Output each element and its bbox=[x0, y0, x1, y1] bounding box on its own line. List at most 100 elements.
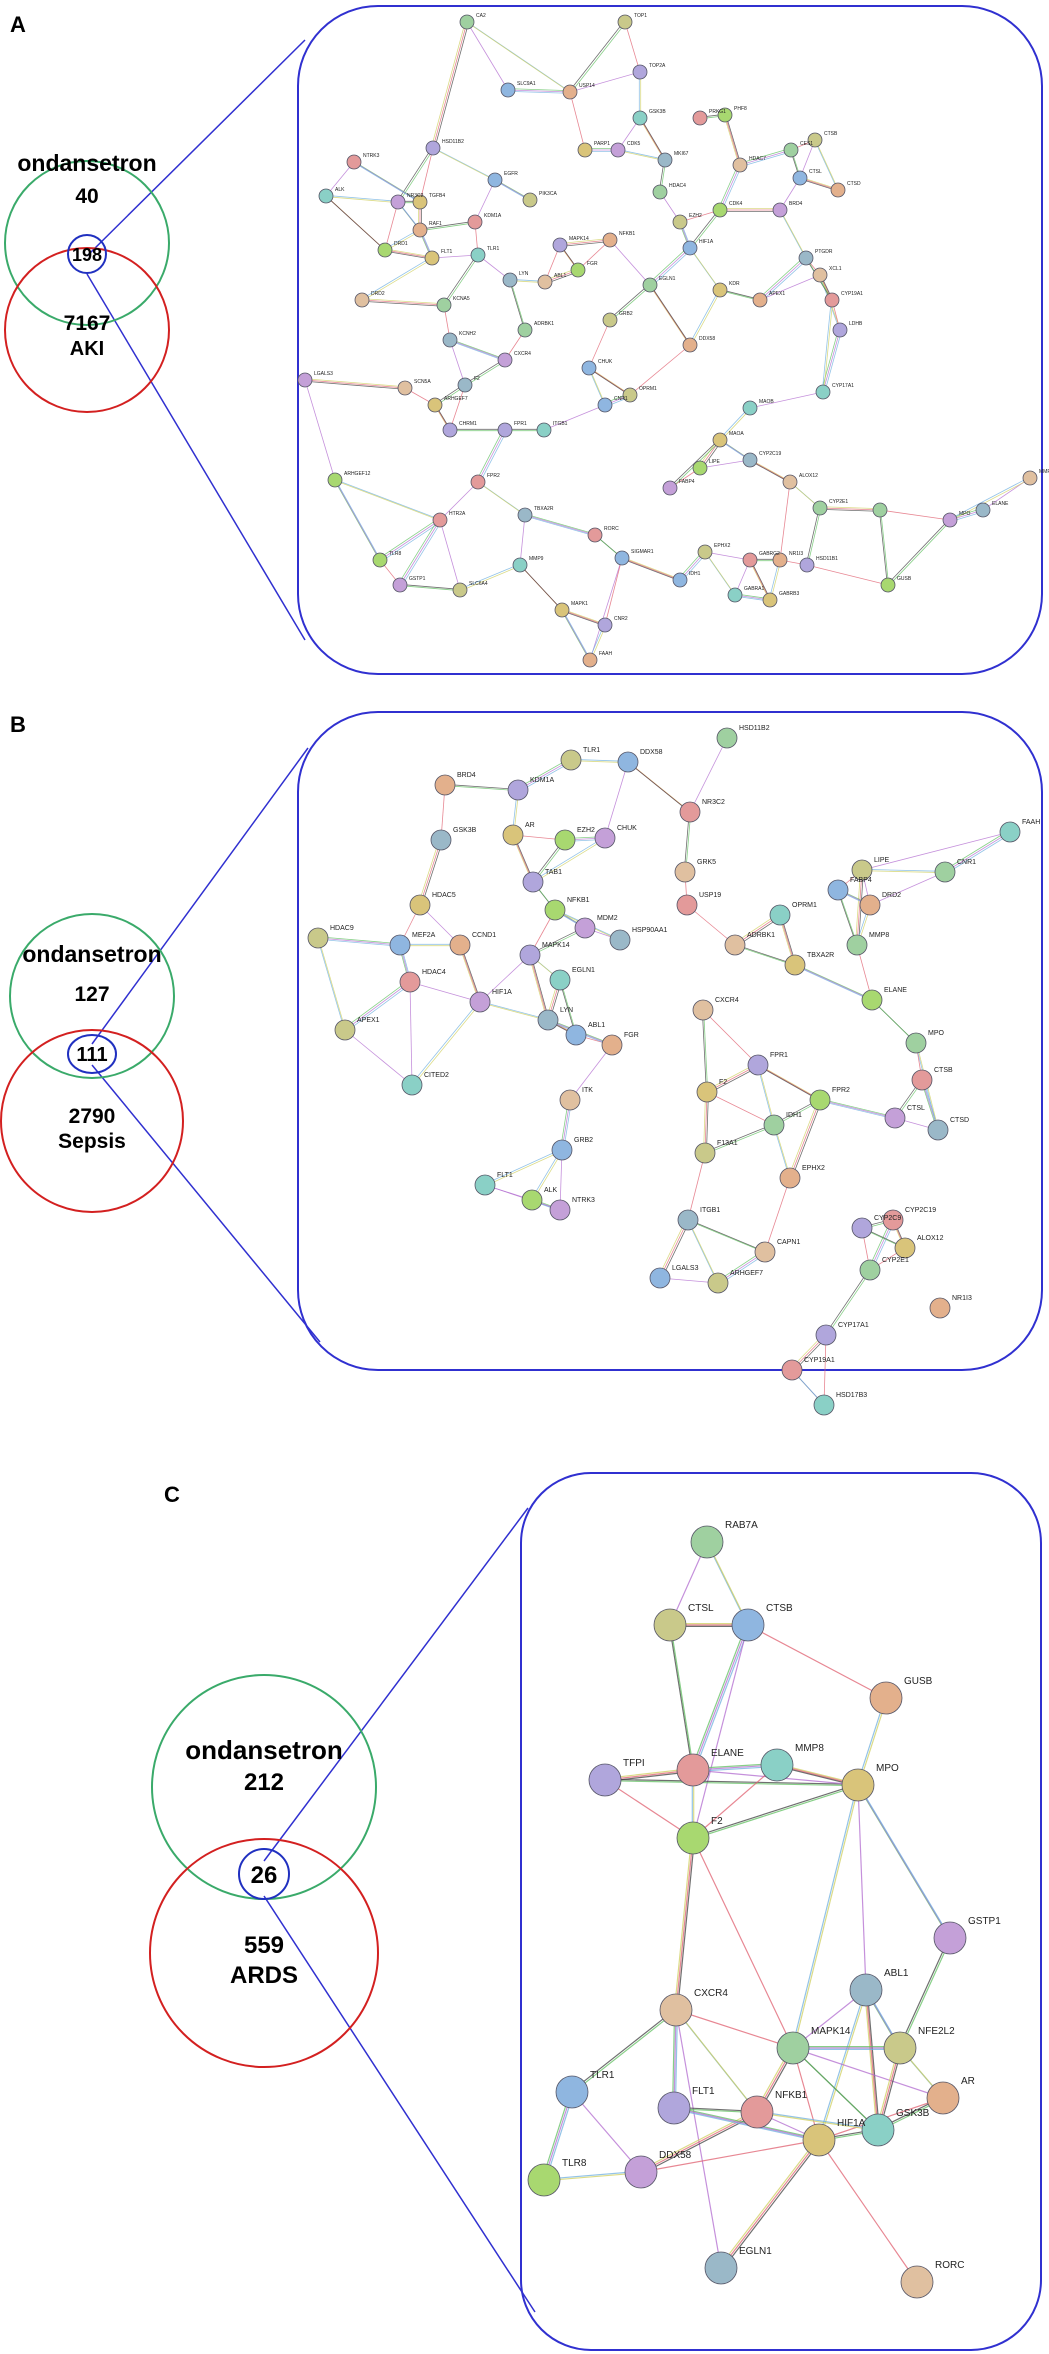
gene-label: USP19 bbox=[699, 892, 721, 899]
gene-label: FLT1 bbox=[692, 2086, 715, 2097]
gene-node bbox=[459, 14, 475, 30]
network-edge bbox=[690, 290, 722, 346]
network-edge bbox=[758, 256, 805, 299]
network-edge bbox=[806, 564, 889, 586]
gene-label: CES1 bbox=[800, 141, 813, 147]
gene-node bbox=[470, 247, 486, 263]
panel-letter-c: C bbox=[164, 1482, 180, 1507]
gene-label: ABL1 bbox=[554, 273, 566, 279]
gene-label: HSP90AA1 bbox=[632, 927, 668, 934]
network-edge bbox=[943, 830, 1009, 871]
network-edge bbox=[819, 1990, 868, 2141]
network-edge bbox=[439, 481, 479, 521]
network-edge bbox=[529, 954, 549, 1021]
gene-node bbox=[712, 202, 728, 218]
gene-node bbox=[712, 282, 728, 298]
gene-node bbox=[824, 292, 840, 308]
gene-label: HTR2A bbox=[449, 511, 466, 517]
network-edge bbox=[858, 1786, 952, 1940]
network-edge bbox=[692, 1783, 858, 1838]
gene-node bbox=[772, 202, 788, 218]
network-edge bbox=[686, 904, 736, 946]
gene-label: PHF8 bbox=[734, 106, 747, 112]
gene-node bbox=[409, 894, 431, 916]
gene-node bbox=[672, 572, 688, 588]
network-edge bbox=[317, 937, 401, 946]
network-edge bbox=[344, 981, 411, 1031]
network-edge bbox=[432, 146, 495, 180]
network-edge bbox=[805, 507, 820, 565]
network-edge bbox=[445, 785, 519, 792]
gene-label: ARHGEF12 bbox=[344, 471, 371, 477]
network-edge bbox=[693, 1626, 750, 1772]
gene-label: ALOX12 bbox=[799, 473, 818, 479]
network-edge bbox=[887, 519, 950, 585]
network-edge bbox=[690, 248, 722, 291]
gene-label: HIF1A bbox=[492, 989, 512, 996]
gene-node bbox=[577, 142, 593, 158]
network-edge bbox=[519, 514, 526, 566]
gene-label: CXCR4 bbox=[715, 997, 739, 1004]
network-edge bbox=[561, 609, 606, 626]
gene-node bbox=[682, 240, 698, 256]
network-edge bbox=[409, 981, 481, 1003]
network-edge bbox=[898, 1937, 950, 2048]
gene-label: MAPK1 bbox=[571, 601, 588, 607]
gene-node bbox=[434, 774, 456, 796]
gene-node bbox=[500, 82, 516, 98]
gene-label: HIF1A bbox=[837, 2118, 866, 2129]
gene-node bbox=[975, 502, 991, 518]
gene-label: CTSL bbox=[907, 1105, 925, 1112]
network-edge bbox=[480, 1002, 549, 1022]
venn-disease-circle-b bbox=[0, 1029, 184, 1213]
gene-node bbox=[926, 2081, 960, 2115]
network-edge bbox=[318, 938, 347, 1031]
network-edge bbox=[749, 459, 791, 483]
gene-node bbox=[704, 2251, 738, 2285]
gene-node bbox=[522, 871, 544, 893]
zoom-line-b-bottom bbox=[91, 1064, 321, 1343]
network-edge bbox=[623, 559, 682, 582]
network-edge bbox=[507, 89, 571, 93]
gene-label: MAOA bbox=[729, 431, 744, 437]
venn-drug-count-a: 40 bbox=[75, 185, 98, 208]
gene-label: FLT1 bbox=[441, 249, 453, 255]
network-edge bbox=[738, 148, 790, 164]
gene-label: ARHGEF7 bbox=[730, 1270, 763, 1277]
network-frame-b bbox=[297, 711, 1043, 1371]
gene-node bbox=[474, 1174, 496, 1196]
network-edge bbox=[719, 164, 741, 211]
network-edge bbox=[605, 1780, 859, 1787]
gene-node bbox=[430, 829, 452, 851]
network-edge bbox=[705, 1125, 775, 1155]
network-edge bbox=[815, 140, 840, 191]
gene-node bbox=[652, 184, 668, 200]
network-edge bbox=[478, 482, 526, 517]
gene-label: MPO bbox=[928, 1030, 945, 1037]
network-edge bbox=[818, 506, 879, 509]
gene-node bbox=[776, 2031, 810, 2065]
network-edge bbox=[506, 88, 569, 91]
gene-node bbox=[354, 292, 370, 308]
gene-node bbox=[679, 801, 701, 823]
gene-node bbox=[497, 352, 513, 368]
network-edge bbox=[675, 2009, 794, 2049]
network-edge bbox=[692, 1764, 778, 1839]
network-edge bbox=[569, 91, 586, 151]
gene-node bbox=[707, 1272, 729, 1294]
gene-node bbox=[798, 250, 814, 266]
venn-drug-circle-a bbox=[4, 160, 170, 326]
gene-label: NR3C2 bbox=[702, 799, 725, 806]
network-edge bbox=[363, 301, 446, 307]
network-edge bbox=[521, 566, 564, 612]
gene-node bbox=[692, 110, 708, 126]
gene-node bbox=[694, 1142, 716, 1164]
venn-disease-circle-a bbox=[4, 247, 170, 413]
gene-node bbox=[602, 312, 618, 328]
gene-label: GRK5 bbox=[697, 859, 716, 866]
gene-node bbox=[502, 272, 518, 288]
gene-node bbox=[742, 452, 758, 468]
gene-label: FABP4 bbox=[679, 479, 695, 485]
network-edge bbox=[704, 551, 751, 561]
gene-label: CNR1 bbox=[614, 396, 628, 402]
